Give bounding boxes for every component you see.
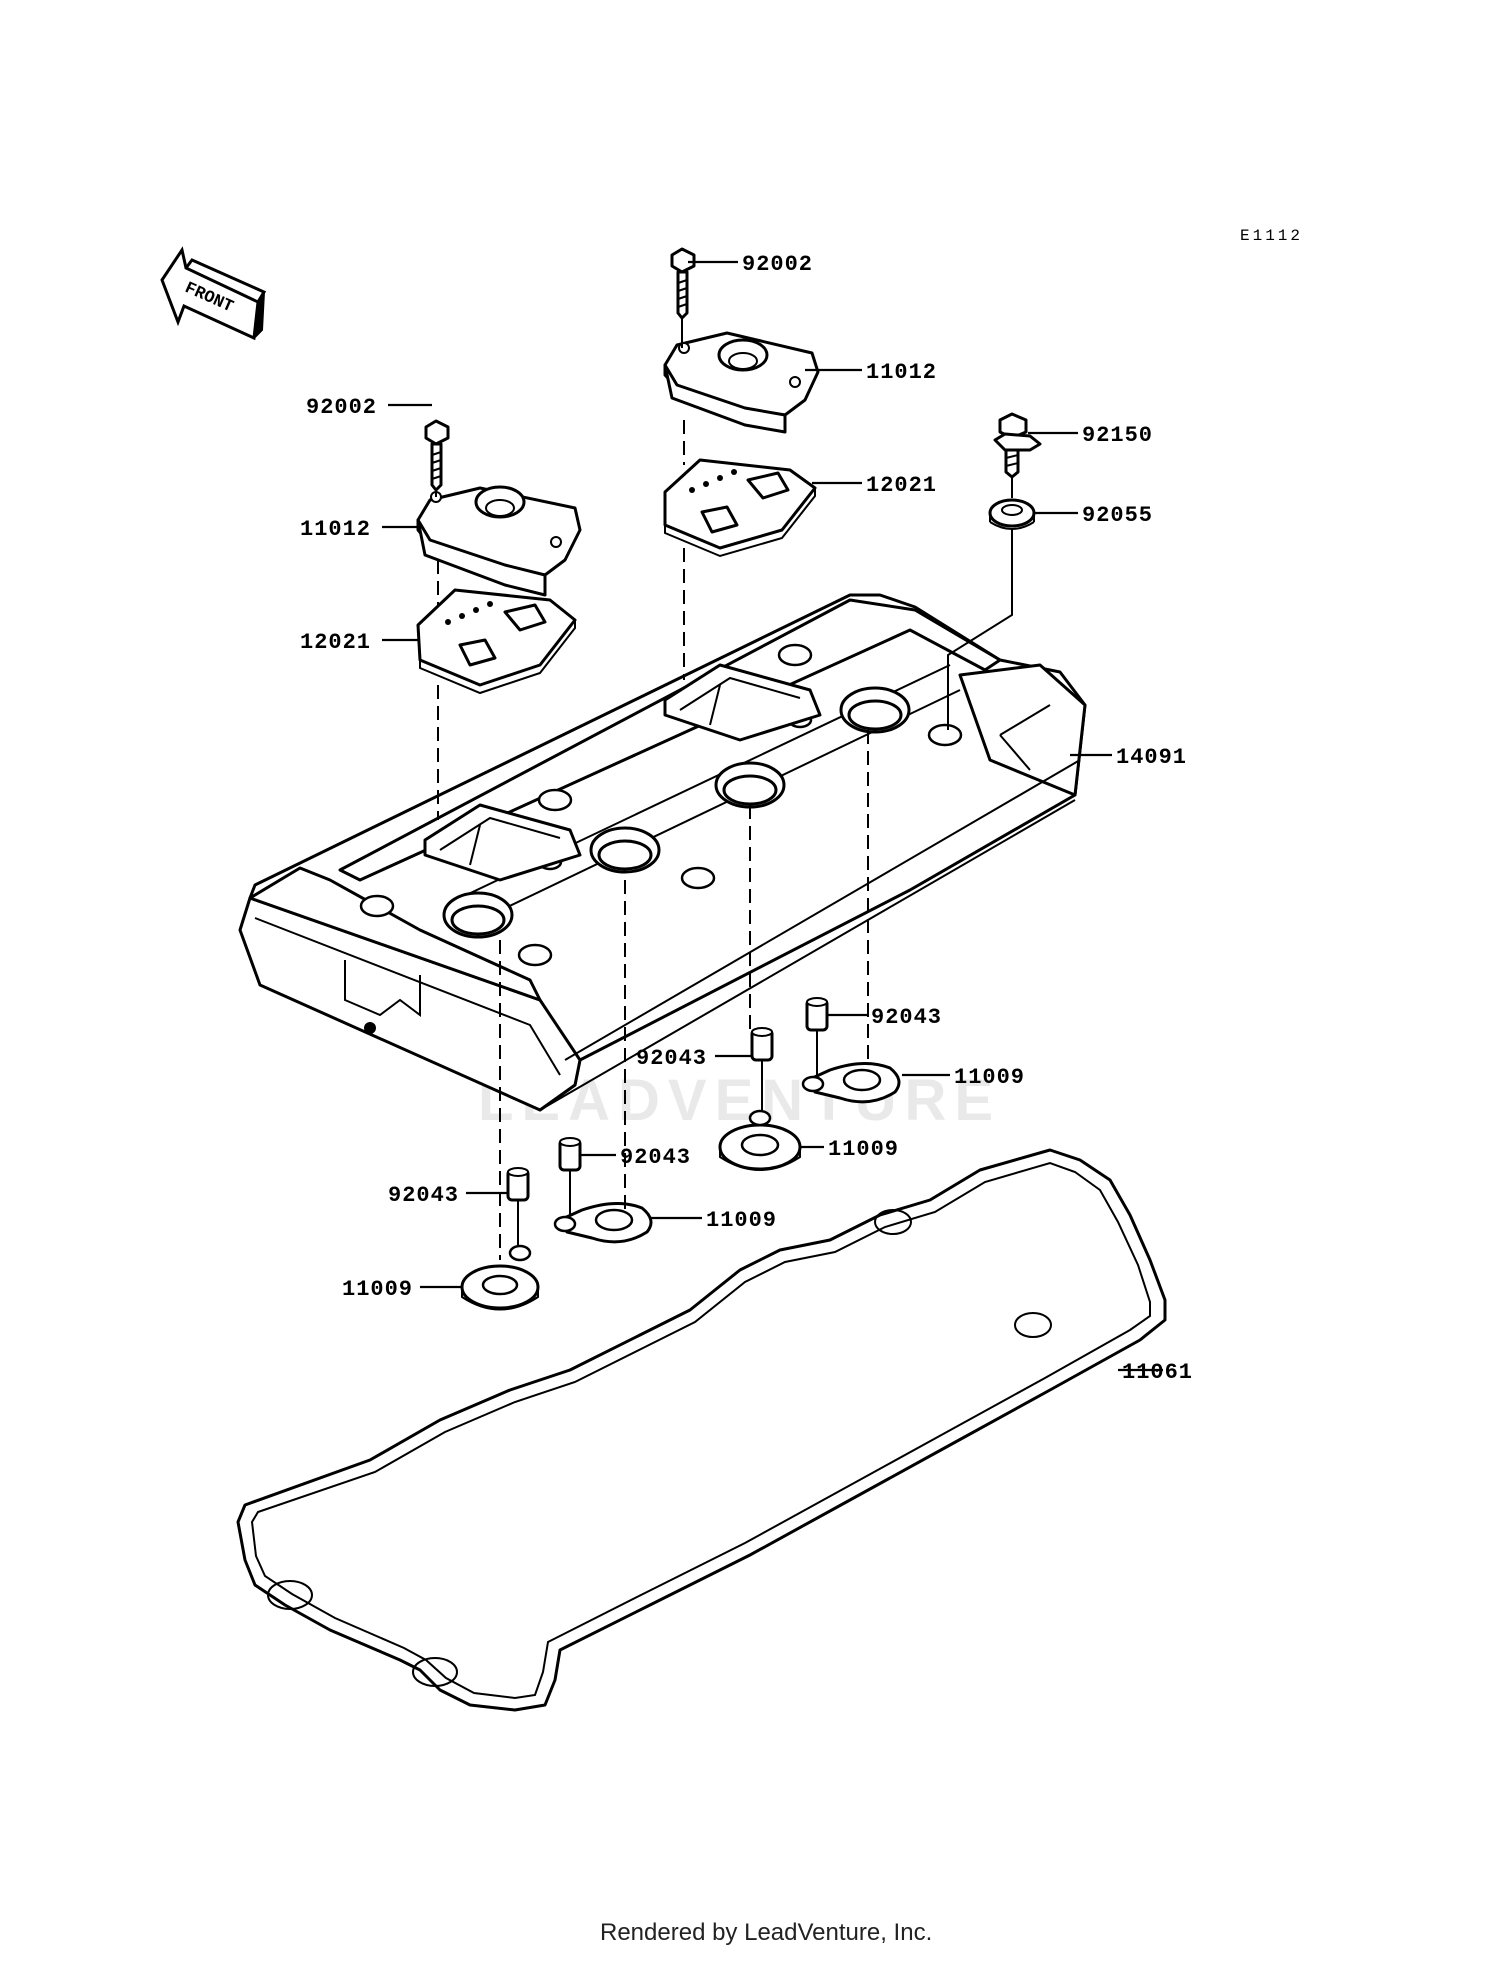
label-dowel-left: 92043 — [388, 1183, 459, 1208]
dowel-mid-right-92043 — [750, 1027, 774, 1062]
label-cover-left: 11012 — [300, 517, 371, 542]
cover-gasket-11061 — [236, 1148, 1167, 1712]
label-gasket-plate-left: 12021 — [300, 630, 371, 655]
label-bolt-left: 92002 — [306, 395, 377, 420]
plug-gasket-mid-left-11009 — [553, 1202, 653, 1244]
bolt-center-92002 — [670, 247, 696, 320]
callout-labels: 92002 11012 12021 92150 92055 92002 1101… — [300, 252, 1193, 1385]
dowel-left-92043 — [506, 1167, 530, 1202]
label-bolt-center: 92002 — [742, 252, 813, 277]
label-dowel-mid-left: 92043 — [620, 1145, 691, 1170]
gasket-plate-left-12021 — [416, 588, 577, 695]
leader-lines — [382, 260, 1163, 1372]
cover-left-11012 — [416, 485, 582, 597]
diagram-code: E1112 — [1240, 227, 1303, 245]
label-gasket-plate-center: 12021 — [866, 473, 937, 498]
gasket-plate-center-12021 — [663, 458, 817, 558]
plug-gasket-left-11009 — [460, 1244, 540, 1311]
washer-right-92055 — [988, 498, 1036, 530]
label-plug-gasket-left: 11009 — [342, 1277, 413, 1302]
label-head-cover: 14091 — [1116, 745, 1187, 770]
label-plug-gasket-right: 11009 — [954, 1065, 1025, 1090]
label-cover-gasket: 11061 — [1122, 1360, 1193, 1385]
alignment-lines — [435, 318, 1013, 1260]
bolt-left-92002 — [424, 419, 450, 492]
bolt-right-92150 — [993, 412, 1042, 479]
cover-center-11012 — [663, 331, 820, 434]
plug-gasket-mid-right-11009 — [718, 1109, 802, 1171]
plug-gasket-right-11009 — [801, 1062, 901, 1104]
footer-credit: Rendered by LeadVenture, Inc. — [600, 1919, 932, 1946]
dowel-mid-left-92043 — [558, 1137, 582, 1172]
label-washer-right: 92055 — [1082, 503, 1153, 528]
front-arrow-icon: FRONT — [160, 246, 267, 341]
label-plug-gasket-mid-left: 11009 — [706, 1208, 777, 1233]
label-bolt-right: 92150 — [1082, 423, 1153, 448]
label-dowel-right: 92043 — [871, 1005, 942, 1030]
label-plug-gasket-mid-right: 11009 — [828, 1137, 899, 1162]
dowel-right-92043 — [805, 997, 829, 1032]
head-cover-14091 — [238, 593, 1087, 1112]
label-dowel-mid-right: 92043 — [636, 1046, 707, 1071]
label-cover-center: 11012 — [866, 360, 937, 385]
